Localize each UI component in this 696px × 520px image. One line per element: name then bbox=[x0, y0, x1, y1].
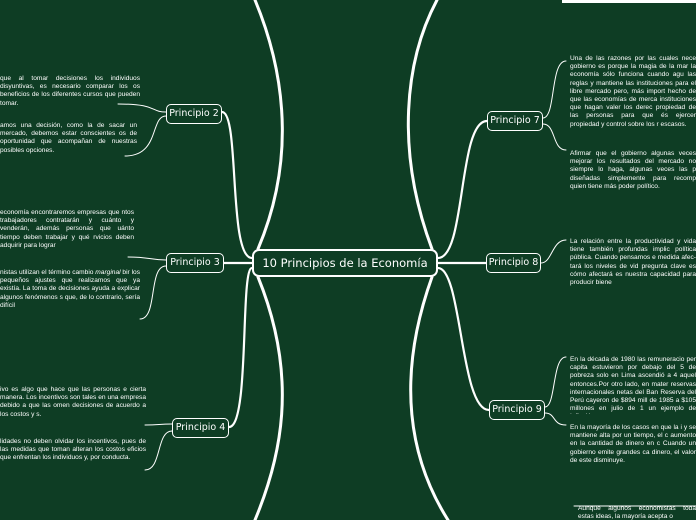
text-principio-9-a: En la década de 1980 las remuneracio per… bbox=[570, 356, 696, 414]
central-topic[interactable]: 10 Principios de la Economía bbox=[252, 249, 438, 277]
connector-p4-b bbox=[144, 430, 173, 471]
connector-p9 bbox=[436, 266, 491, 412]
connector-p4 bbox=[227, 266, 254, 429]
topic-principio-8[interactable]: Principio 8 bbox=[486, 253, 541, 273]
connector-top-right bbox=[406, 0, 439, 251]
connector-p3-a bbox=[127, 256, 167, 261]
text-principio-3-b-emphasis: marginal bbox=[95, 269, 121, 276]
text-principio-3-b-pre: nistas utilizan el término cambio bbox=[0, 269, 96, 276]
topic-principio-3[interactable]: Principio 3 bbox=[166, 253, 224, 273]
connector-p7-b bbox=[542, 123, 567, 151]
connector-p7-a bbox=[542, 60, 567, 119]
connector-p9-a bbox=[544, 356, 567, 408]
text-principio-2-b: amos una decisión, como la de sacar un m… bbox=[0, 122, 137, 154]
text-principio-3-a: economía encontraremos empresas que ntos… bbox=[0, 209, 134, 249]
text-principio-10-a: Aunque algunos economistas toda estas id… bbox=[578, 505, 696, 520]
connector-p2 bbox=[220, 110, 254, 260]
topic-principio-7[interactable]: Principio 7 bbox=[487, 111, 543, 131]
topic-principio-4[interactable]: Principio 4 bbox=[172, 418, 229, 438]
text-principio-3-b: nistas utilizan el término cambio margin… bbox=[0, 269, 140, 319]
connector-p9-b bbox=[544, 412, 567, 426]
text-principio-4-b: lidades no deben olvidar los incentivos,… bbox=[0, 438, 146, 462]
text-principio-7-b: Afirmar que el gobierno algunas veces me… bbox=[570, 150, 696, 190]
topic-principio-9[interactable]: Principio 9 bbox=[489, 400, 545, 420]
text-principio-7-a: Una de las razones por las cuales nece g… bbox=[570, 55, 696, 128]
text-principio-4-a: ivo es algo que hace que las personas e … bbox=[0, 386, 146, 418]
connector-top-left bbox=[253, 0, 284, 251]
connector-p2-a bbox=[117, 103, 167, 113]
connector-p8-a bbox=[540, 239, 567, 264]
connector-p3-b bbox=[139, 265, 167, 320]
text-principio-9-b: En la mayoría de los casos en que la i y… bbox=[570, 424, 696, 464]
offscreen-block bbox=[562, 0, 696, 3]
connector-bottom-right bbox=[409, 275, 450, 520]
connector-p4-a bbox=[144, 423, 173, 426]
connector-p7 bbox=[436, 119, 489, 260]
connector-bottom-left bbox=[253, 275, 284, 520]
text-principio-3-b-post: bir los pequeños ajustes que realizamos … bbox=[0, 269, 140, 309]
text-principio-8-a: La relación entre la productividad y vid… bbox=[570, 238, 696, 287]
topic-principio-2[interactable]: Principio 2 bbox=[166, 104, 222, 124]
text-principio-2-a: que al tomar decisiones los individuos d… bbox=[0, 75, 140, 107]
connector-p2-b bbox=[124, 115, 167, 157]
